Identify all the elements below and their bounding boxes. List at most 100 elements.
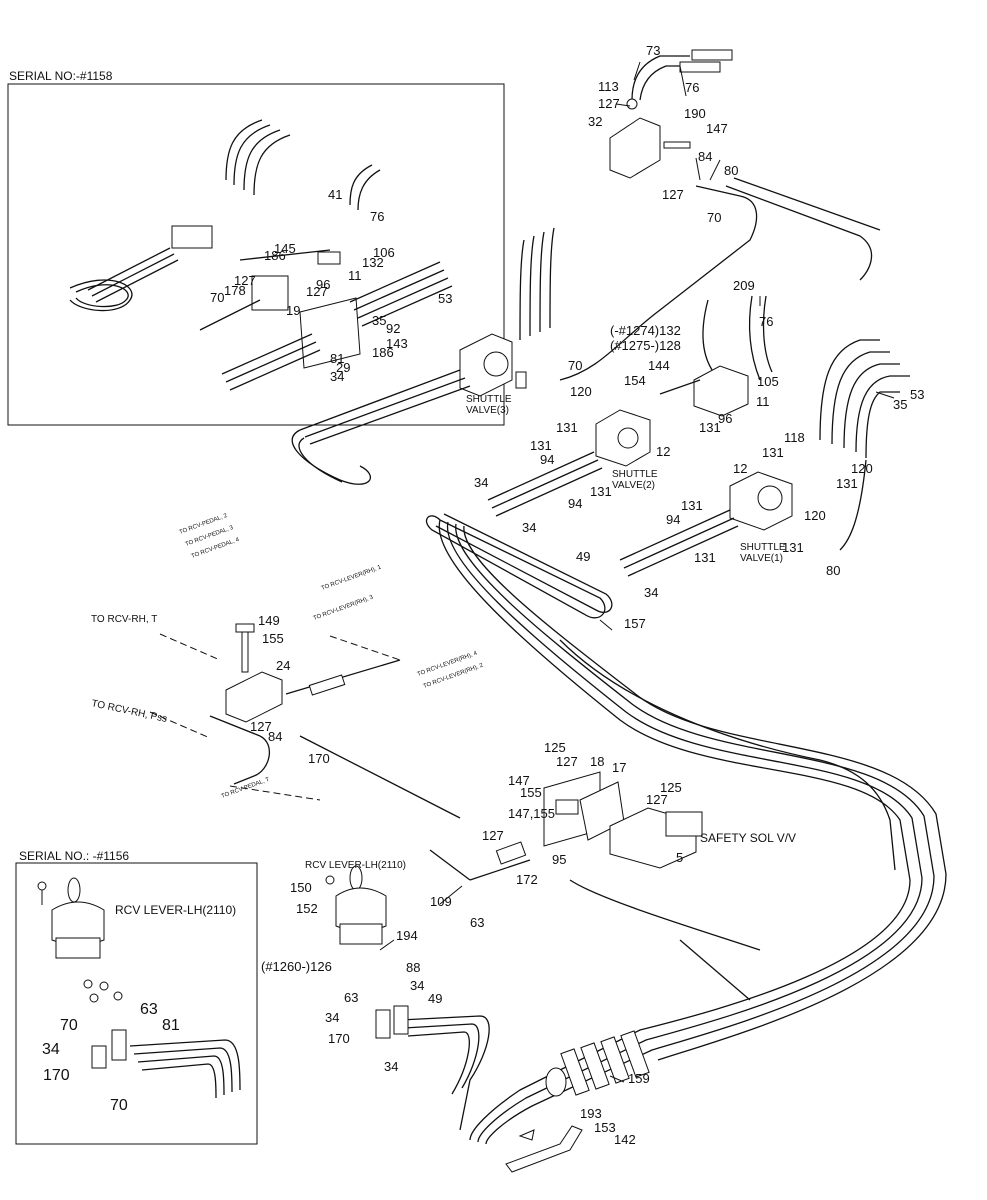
to-labels: TO RCV-RH, T TO RCV-RH, Pss TO RCV-PEDAL… (90, 513, 484, 800)
svg-text:131: 131 (782, 540, 804, 555)
svg-text:34: 34 (522, 520, 536, 535)
svg-text:34: 34 (325, 1010, 339, 1025)
svg-text:194: 194 (396, 928, 418, 943)
svg-text:131: 131 (694, 550, 716, 565)
part-num: 80 (724, 163, 738, 178)
serial-label-a: (-#1274)132 (610, 323, 681, 338)
svg-text:150: 150 (290, 880, 312, 895)
svg-text:131: 131 (590, 484, 612, 499)
inset-top-part: 186 (264, 248, 286, 263)
inset-top-part: 35 (372, 313, 386, 328)
svg-text:159: 159 (628, 1071, 650, 1086)
svg-text:TO RCV-LEVER(RH), 1: TO RCV-LEVER(RH), 1 (321, 564, 383, 591)
inset-top-part: 70 (210, 290, 224, 305)
svg-text:127: 127 (646, 792, 668, 807)
inset-serial-1158: SERIAL NO:-#1158 41 76 186 145 127 (7, 69, 505, 426)
svg-text:70: 70 (568, 358, 582, 373)
svg-text:142: 142 (614, 1132, 636, 1147)
svg-text:125: 125 (660, 780, 682, 795)
part-num: 147 (706, 121, 728, 136)
svg-text:88: 88 (406, 960, 420, 975)
svg-text:84: 84 (268, 729, 282, 744)
svg-text:TO RCV-RH, T: TO RCV-RH, T (91, 614, 157, 625)
inset-bottom-part: 70 (60, 1017, 78, 1034)
svg-text:193: 193 (580, 1106, 602, 1121)
svg-text:5: 5 (676, 850, 683, 865)
inset-top-part: 29 (336, 360, 350, 375)
safety-solenoid-valve: SAFETY SOL V/V (429, 771, 796, 881)
inset-top-part: 19 (286, 303, 300, 318)
svg-text:96: 96 (718, 411, 732, 426)
inset-top-part: 34 (330, 369, 344, 384)
svg-text:127: 127 (556, 754, 578, 769)
rcv-lever-main-title: RCV LEVER-LH(2110) (305, 860, 406, 871)
svg-text:24: 24 (276, 658, 290, 673)
inset-top-part: 145 (274, 241, 296, 256)
svg-text:34: 34 (474, 475, 488, 490)
inset-top-part: 53 (438, 291, 452, 306)
svg-text:127: 127 (482, 828, 504, 843)
svg-text:155: 155 (262, 631, 284, 646)
valve-32-assembly: 73 76 113 127 32 190 147 84 80 127 70 (559, 43, 881, 381)
main-part-numbers: 209 76 105 53 35 144 154 11 96 131 120 1… (250, 278, 924, 1147)
svg-text:17: 17 (612, 760, 626, 775)
part-num: 127 (662, 187, 684, 202)
svg-text:125: 125 (544, 740, 566, 755)
inset-top-part: 76 (370, 209, 384, 224)
svg-text:131: 131 (530, 438, 552, 453)
part-num: 73 (646, 43, 660, 58)
leader-lines (379, 61, 895, 1083)
svg-text:94: 94 (568, 496, 582, 511)
svg-text:TO RCV-LEVER(RH), 4: TO RCV-LEVER(RH), 4 (417, 650, 479, 677)
svg-text:12: 12 (656, 444, 670, 459)
inset-top-part: 11 (348, 268, 362, 283)
svg-text:154: 154 (624, 373, 646, 388)
inset-bottom-serial: SERIAL NO.: -#1156 (19, 849, 129, 863)
svg-text:127: 127 (250, 719, 272, 734)
svg-text:11: 11 (756, 394, 770, 409)
inset-bottom-part: 34 (42, 1041, 60, 1058)
inset-bottom-part: 170 (43, 1067, 70, 1084)
svg-text:131: 131 (836, 476, 858, 491)
svg-text:209: 209 (733, 278, 755, 293)
inset-bottom-part: 63 (140, 1001, 158, 1018)
inset-serial-1156: SERIAL NO.: -#1156 RCV LEVER-LH(2110) 63… (15, 849, 258, 1145)
inset-top-part: 96 (316, 277, 330, 292)
inset-top-part: 127 (306, 284, 328, 299)
inset-top-part: 178 (224, 283, 246, 298)
inset-top-part: 143 (386, 336, 408, 351)
svg-text:49: 49 (428, 991, 442, 1006)
part-num: 127 (598, 96, 620, 111)
svg-text:131: 131 (681, 498, 703, 513)
valve-24-assembly (149, 623, 461, 819)
svg-text:53: 53 (910, 387, 924, 402)
svg-text:172: 172 (516, 872, 538, 887)
svg-text:109: 109 (430, 894, 452, 909)
svg-text:120: 120 (804, 508, 826, 523)
svg-text:144: 144 (648, 358, 670, 373)
inset-top-part: 106 (373, 245, 395, 260)
svg-text:12: 12 (733, 461, 747, 476)
part-num: 32 (588, 114, 602, 129)
svg-text:95: 95 (552, 852, 566, 867)
part-num: 70 (707, 210, 721, 225)
part-num: 113 (598, 79, 619, 94)
svg-text:TO RCV-RH, Pss: TO RCV-RH, Pss (90, 698, 168, 725)
svg-text:94: 94 (540, 452, 554, 467)
svg-text:147: 147 (508, 773, 530, 788)
svg-text:131: 131 (762, 445, 784, 460)
inset-top-part: 186 (372, 345, 394, 360)
inset-bottom-part: 81 (162, 1017, 180, 1034)
inset-top-part: 92 (386, 321, 400, 336)
inset-top-part: 41 (328, 187, 342, 202)
svg-text:170: 170 (308, 751, 330, 766)
part-num: 84 (698, 149, 712, 164)
svg-text:131: 131 (556, 420, 578, 435)
svg-text:63: 63 (470, 915, 484, 930)
serial-label-c: (#1260-)126 (261, 959, 332, 974)
